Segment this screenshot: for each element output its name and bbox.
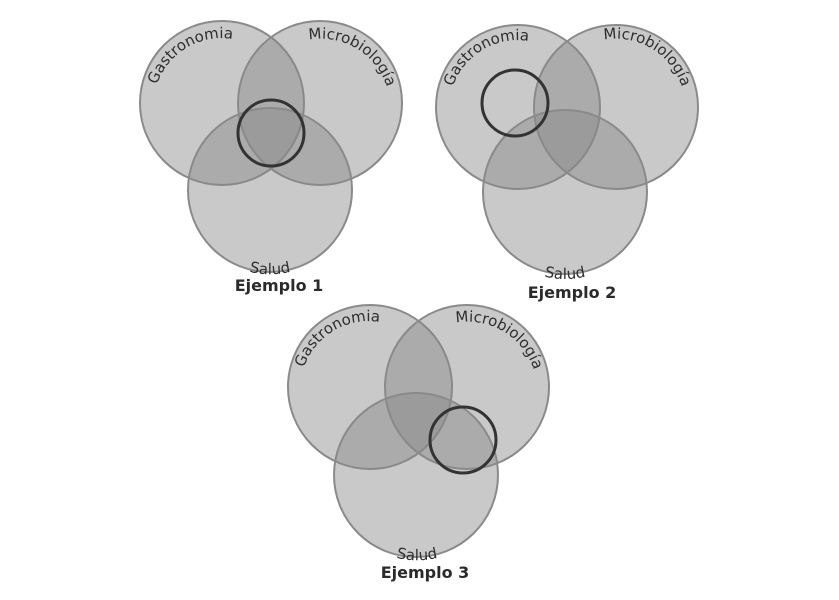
set-circle-salud [333,392,499,558]
set-circle-salud [482,109,648,275]
set-label-salud: Salud [543,263,586,283]
set-circle-salud [187,107,353,273]
highlight-ring [480,68,550,138]
set-circle-gastronomia [287,304,453,470]
venn-diagram-1: Gastronomia Microbiología Salud Ejemplo … [139,20,403,295]
set-label-salud: Salud [248,258,291,278]
highlight-ring [236,98,306,168]
set-circle-gastronomia [139,20,305,186]
highlight-ring [428,405,498,475]
diagram-caption: Ejemplo 1 [235,276,324,295]
diagram-caption: Ejemplo 2 [528,283,617,302]
set-circle-gastronomia [435,24,601,190]
diagram-caption: Ejemplo 3 [381,563,470,582]
venn-diagram-3: Gastronomia Microbiología Salud Ejemplo … [287,304,550,582]
venn-diagram-2: Gastronomia Microbiología Salud Ejemplo … [435,24,699,302]
set-circle-microbiologia [533,24,699,190]
set-circle-microbiologia [237,20,403,186]
set-circle-microbiologia [384,304,550,470]
set-label-salud: Salud [395,544,438,564]
